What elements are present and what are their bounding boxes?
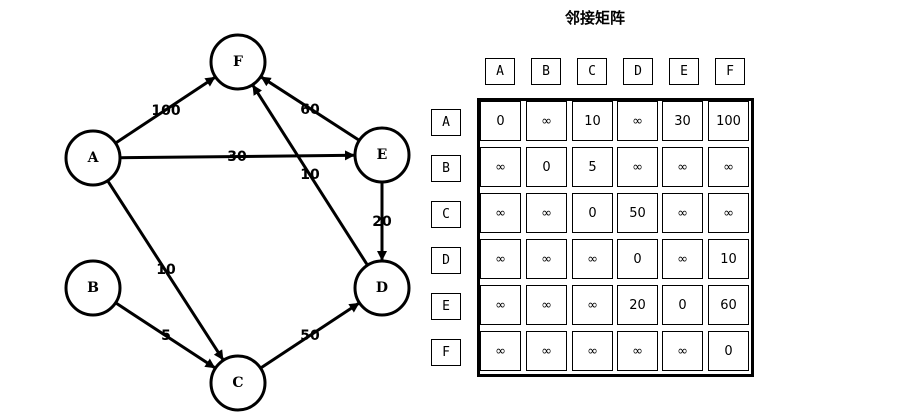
matrix-cell: 30 [662, 101, 703, 141]
matrix-cell: 0 [662, 285, 703, 325]
edge-weight-label: 5 [161, 328, 171, 344]
matrix-cell: ∞ [480, 239, 521, 279]
edge-weight-label: 50 [300, 328, 320, 344]
matrix-cell: ∞ [617, 147, 658, 187]
row-header-e: E [431, 293, 461, 320]
matrix-cell: ∞ [572, 239, 613, 279]
matrix-cell: ∞ [572, 331, 613, 371]
matrix-cell: ∞ [526, 239, 567, 279]
matrix-cell: ∞ [662, 147, 703, 187]
matrix-cell: 0 [572, 193, 613, 233]
node-e: E [353, 126, 411, 184]
node-d: D [353, 259, 411, 317]
matrix-cell: 50 [617, 193, 658, 233]
matrix-cell: ∞ [617, 101, 658, 141]
row-header-a: A [431, 109, 461, 136]
matrix-cell: ∞ [708, 193, 749, 233]
node-label: A [87, 150, 100, 166]
matrix-cell: ∞ [480, 147, 521, 187]
column-header-f: F [715, 58, 745, 85]
edge-weight-label: 30 [227, 149, 247, 165]
node-label: E [377, 147, 388, 163]
edge-weight-label: 10 [300, 167, 320, 183]
matrix-cell: 0 [480, 101, 521, 141]
row-header-d: D [431, 247, 461, 274]
matrix-cell: 5 [572, 147, 613, 187]
row-header-c: C [431, 201, 461, 228]
edge-a-e [119, 150, 356, 161]
node-circle [353, 126, 411, 184]
matrix-cell: ∞ [526, 285, 567, 325]
matrix-cell: ∞ [480, 193, 521, 233]
node-circle [64, 259, 122, 317]
column-header-e: E [669, 58, 699, 85]
matrix-cell: ∞ [480, 285, 521, 325]
matrix-cell: 10 [572, 101, 613, 141]
matrix-cell: 0 [617, 239, 658, 279]
matrix-cell: 10 [708, 239, 749, 279]
matrix-cell: ∞ [662, 193, 703, 233]
matrix-cell: ∞ [617, 331, 658, 371]
column-header-d: D [623, 58, 653, 85]
matrix-cell: ∞ [572, 285, 613, 325]
edge-weight-label: 20 [372, 214, 392, 230]
edge-b-c [114, 301, 216, 369]
matrix-cell: ∞ [480, 331, 521, 371]
edge-c-d [259, 302, 360, 370]
edge-d-f [251, 84, 369, 267]
matrix-cell: 20 [617, 285, 658, 325]
column-header-b: B [531, 58, 561, 85]
edge-weight-label: 10 [156, 262, 176, 278]
matrix-cell: 0 [708, 331, 749, 371]
node-label: C [232, 375, 243, 391]
matrix-cell: 0 [526, 147, 567, 187]
node-a: A [64, 129, 122, 187]
node-f: F [209, 33, 267, 91]
matrix-cell: ∞ [662, 239, 703, 279]
matrix-cell: ∞ [662, 331, 703, 371]
node-circle [353, 259, 411, 317]
edge-a-f [114, 76, 216, 145]
matrix-cell: ∞ [708, 147, 749, 187]
row-header-b: B [431, 155, 461, 182]
matrix-frame [477, 98, 754, 377]
row-header-f: F [431, 339, 461, 366]
column-header-a: A [485, 58, 515, 85]
node-label: D [376, 280, 388, 296]
node-circle [64, 129, 122, 187]
edge-weight-label: 100 [151, 103, 180, 119]
matrix-cell: 100 [708, 101, 749, 141]
edge-a-c [106, 179, 225, 361]
node-c: C [209, 354, 267, 412]
edge-e-f [260, 75, 361, 142]
column-header-c: C [577, 58, 607, 85]
node-b: B [64, 259, 122, 317]
matrix-cell: 60 [708, 285, 749, 325]
node-label: B [87, 280, 99, 296]
matrix-cell: ∞ [526, 193, 567, 233]
matrix-cell: ∞ [526, 101, 567, 141]
node-label: F [233, 54, 243, 70]
matrix-title: 邻接矩阵 [564, 9, 625, 27]
node-circle [209, 33, 267, 91]
edge-weight-label: 60 [300, 102, 320, 118]
matrix-cell: ∞ [526, 331, 567, 371]
node-circle [209, 354, 267, 412]
